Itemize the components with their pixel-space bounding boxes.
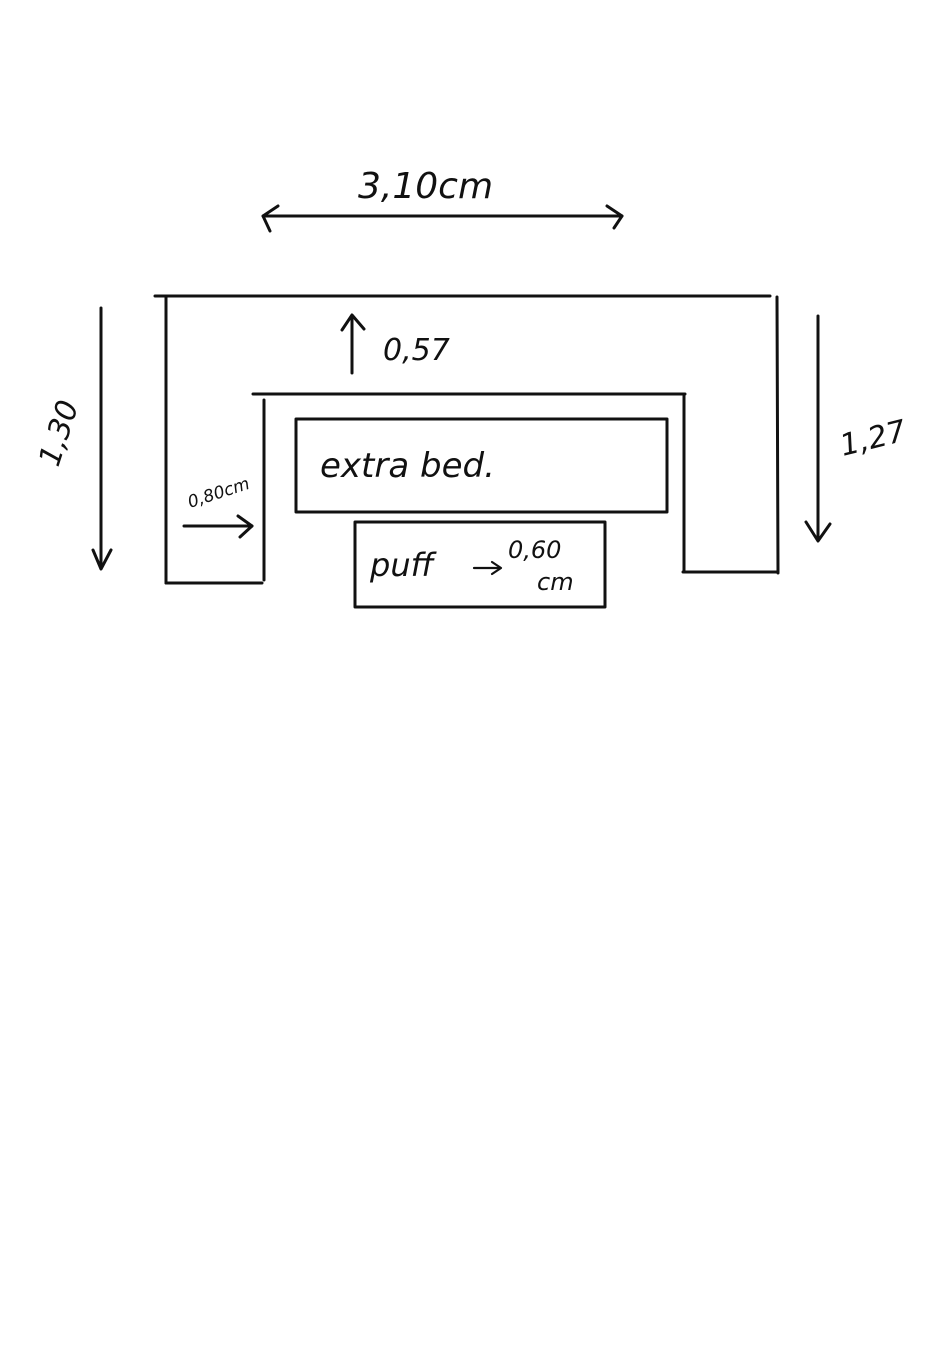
- overall-width-arrow: [261, 204, 624, 233]
- puff-box: [353, 520, 607, 609]
- left-depth-arrow: [91, 306, 113, 571]
- right-depth-label: 1,27: [836, 414, 909, 464]
- puff-size-unit: cm: [537, 568, 574, 596]
- puff-label: puff: [369, 546, 438, 584]
- left-depth-label: 1,30: [32, 396, 86, 470]
- inner-sofa-outline: [251, 392, 687, 582]
- inner-gap-label: 0,57: [383, 333, 450, 368]
- inner-gap-arrow: [340, 313, 366, 375]
- left-arm-arrow: [182, 514, 254, 539]
- puff-size-arrow: [472, 560, 503, 576]
- right-depth-arrow: [804, 314, 832, 543]
- outer-sofa-outline: [153, 294, 780, 585]
- extra-bed-label: extra bed.: [320, 446, 495, 486]
- left-arm-label: 0,80cm: [185, 474, 252, 513]
- extra-bed-box: [294, 417, 669, 514]
- overall-width-label: 3,10cm: [358, 166, 493, 207]
- puff-size-value: 0,60: [508, 536, 561, 564]
